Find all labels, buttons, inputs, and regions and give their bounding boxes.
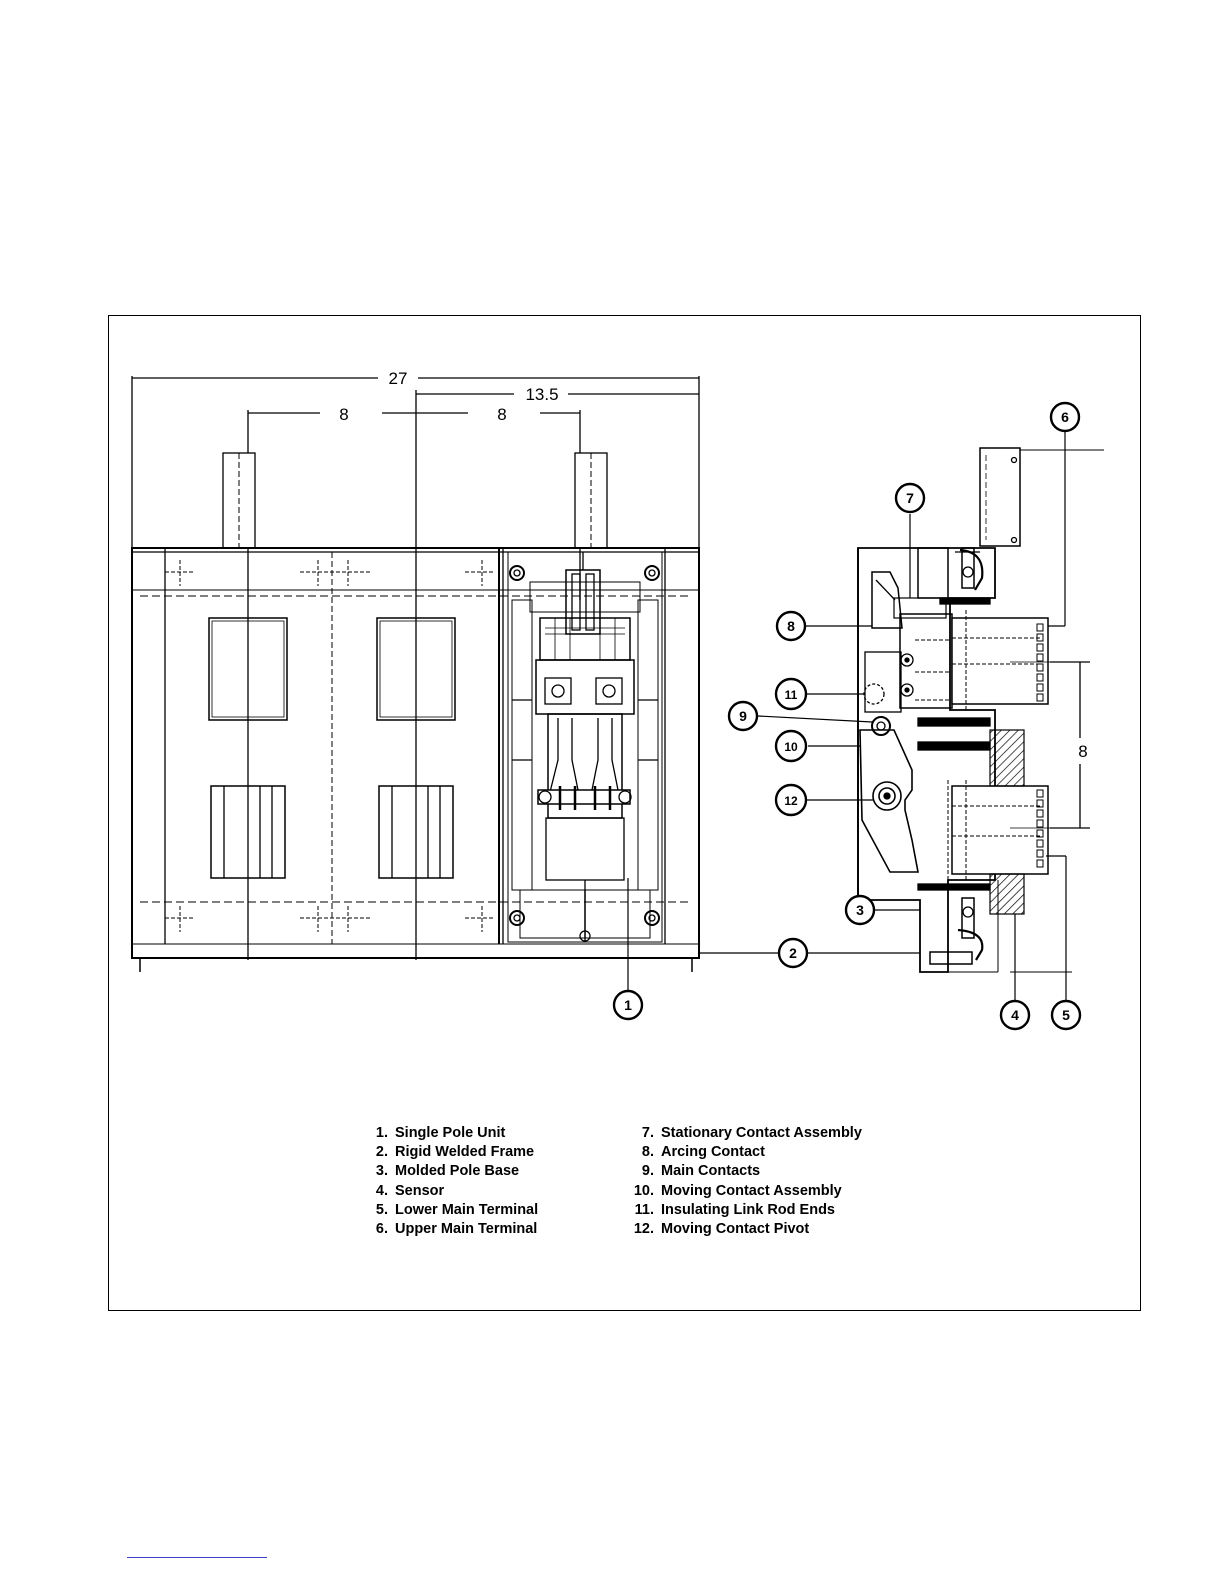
svg-text:1: 1: [624, 997, 632, 1013]
svg-text:7: 7: [906, 490, 914, 506]
callout-8: 8: [775, 610, 807, 642]
legend-item: 1.Single Pole Unit: [375, 1125, 506, 1141]
callout-10: 10: [774, 729, 808, 763]
legend-item: 8.Arcing Contact: [641, 1144, 765, 1161]
callout-1: 1: [612, 989, 644, 1021]
callout-2: 2: [777, 937, 809, 969]
dim-half-width: 13.5: [525, 385, 558, 404]
callout-12: 12: [774, 783, 808, 817]
dim-terminal-spacing: 8: [1078, 742, 1087, 761]
svg-text:3: 3: [856, 902, 864, 918]
callout-4: 4: [999, 999, 1031, 1031]
callout-6: 6: [1049, 401, 1081, 433]
legend-item: 7.Stationary Contact Assembly: [641, 1125, 862, 1141]
legend-item: 4.Sensor: [375, 1182, 445, 1199]
svg-text:11: 11: [785, 688, 798, 702]
dim-pole-spacing-left: 8: [339, 405, 348, 424]
legend-right: 7.Stationary Contact Assembly 8.Arcing C…: [622, 1124, 862, 1239]
callout-11: 11: [774, 677, 808, 711]
svg-text:12: 12: [784, 794, 798, 808]
legend-item: 10.Moving Contact Assembly: [633, 1182, 842, 1199]
legend-item: 11.Insulating Link Rod Ends: [634, 1201, 835, 1218]
legend-item: 9.Main Contacts: [641, 1163, 761, 1180]
svg-text:4: 4: [1011, 1007, 1019, 1023]
footnote-rule: [127, 1557, 267, 1558]
callout-9: 9: [727, 700, 759, 732]
callout-3: 3: [844, 894, 876, 926]
leader-lines: [627, 432, 1067, 1000]
legend-item: 2.Rigid Welded Frame: [375, 1144, 535, 1161]
legend-item: 6.Upper Main Terminal: [375, 1221, 538, 1238]
callouts: 1 2 3 4 5 6 7 8: [612, 401, 1082, 1031]
svg-text:8: 8: [787, 618, 795, 634]
front-view: [131, 452, 700, 972]
legend-item: 5.Lower Main Terminal: [375, 1201, 539, 1218]
svg-text:5: 5: [1062, 1007, 1070, 1023]
svg-text:9: 9: [739, 708, 747, 724]
svg-text:6: 6: [1061, 409, 1069, 425]
dim-overall-width: 27: [389, 369, 408, 388]
legend-item: 12.Moving Contact Pivot: [633, 1221, 810, 1238]
callout-5: 5: [1050, 999, 1082, 1031]
figure-frame: [108, 315, 1141, 1311]
legend-left: 1.Single Pole Unit 2.Rigid Welded Frame …: [362, 1124, 538, 1239]
svg-text:2: 2: [789, 945, 797, 961]
side-view: [857, 447, 1104, 973]
legend-item: 3.Molded Pole Base: [375, 1163, 520, 1180]
svg-text:10: 10: [784, 740, 798, 754]
dim-pole-spacing-right: 8: [497, 405, 506, 424]
callout-7: 7: [894, 482, 926, 514]
